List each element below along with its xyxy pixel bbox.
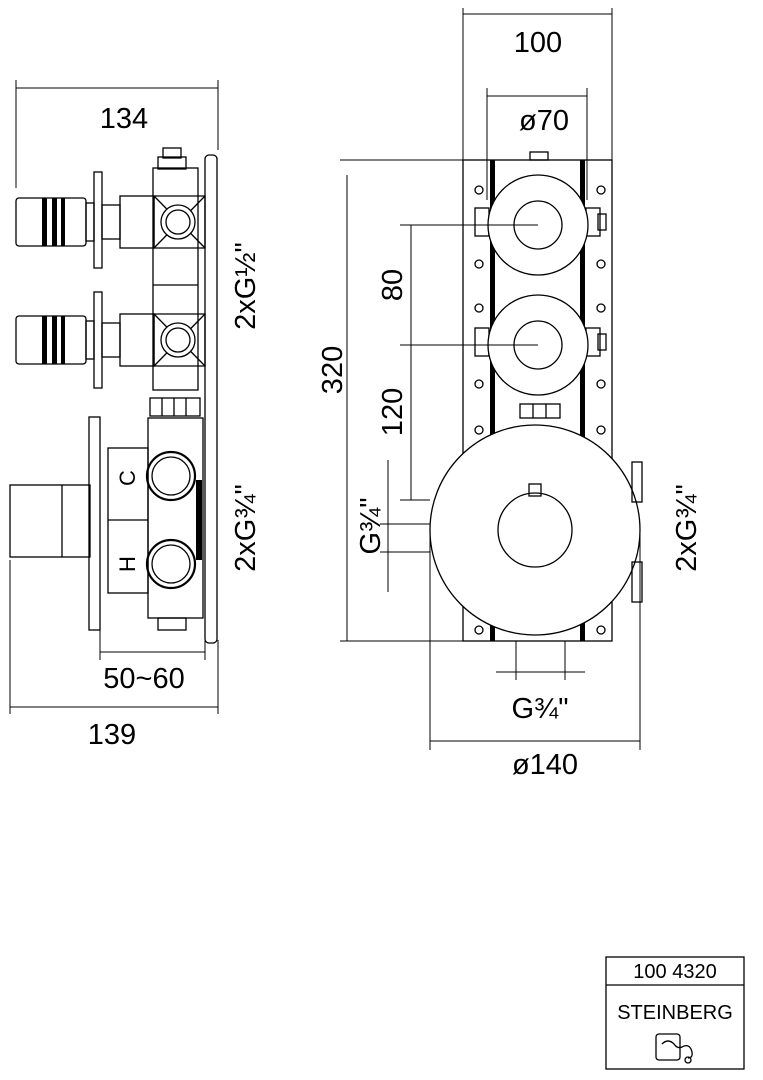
lower-stop-valve	[15, 291, 206, 389]
thermostat-plate	[429, 424, 643, 636]
side-view: 134	[9, 80, 262, 751]
hot-label: H	[115, 556, 140, 572]
upper-handle	[15, 197, 87, 247]
thread-bottom-label: G¾"	[511, 693, 568, 725]
dim-50-60: 50~60	[99, 630, 206, 695]
upper-stop-valve	[15, 171, 206, 269]
lower-rosette	[93, 291, 103, 389]
dim-depth-top-label: 134	[100, 103, 148, 135]
cold-outlet: C	[115, 450, 197, 502]
dim-side-thread: G¾"	[355, 460, 430, 592]
steinberg-logo-icon	[655, 1033, 693, 1064]
dim-depth-bottom-label: 139	[88, 719, 136, 751]
valve-body-upper	[152, 167, 199, 391]
dim-height-label: 320	[317, 346, 349, 394]
top-nut-base	[157, 156, 187, 170]
mounting-holes	[474, 185, 606, 635]
dim-plate-diameter-label: ø140	[512, 749, 578, 781]
lower-handle	[15, 315, 87, 365]
upper-rosette	[93, 171, 103, 269]
connector-nut	[149, 397, 201, 417]
dim-120-label: 120	[377, 388, 409, 436]
thermostat-rosette	[88, 416, 101, 631]
wall-plate	[204, 154, 218, 644]
dim-120: 120	[377, 345, 430, 501]
hot-outlet: H	[115, 538, 197, 590]
cold-label: C	[115, 470, 140, 486]
thread-side-label: G¾"	[355, 497, 387, 554]
brand-name: STEINBERG	[617, 1002, 733, 1024]
dim-139: 139	[9, 560, 219, 751]
dim-70: ø70	[486, 88, 588, 200]
thread-upper-label: 2xG½"	[230, 242, 262, 330]
dim-80-label: 80	[377, 269, 409, 301]
thermostat-knob	[9, 484, 91, 558]
dim-140: ø140	[429, 530, 641, 781]
article-number: 100 4320	[633, 961, 716, 983]
dim-handle-diameter-label: ø70	[519, 105, 569, 137]
top-nut	[162, 147, 182, 159]
thread-right-label: 2xG¾"	[671, 484, 703, 572]
dim-100: 100	[462, 8, 613, 160]
front-view: 100 ø70	[317, 8, 703, 781]
dim-80: 80	[377, 224, 538, 346]
thread-lower-label: 2xG¾"	[230, 484, 262, 572]
dim-134: 134	[15, 80, 219, 188]
dim-320: 320	[317, 159, 463, 642]
dim-bottom-thread: G¾"	[496, 641, 585, 725]
dim-wall-range-label: 50~60	[103, 663, 184, 695]
bottom-nut	[157, 617, 187, 631]
dim-width-label: 100	[514, 27, 562, 59]
title-block: 100 4320 STEINBERG	[605, 956, 745, 1070]
